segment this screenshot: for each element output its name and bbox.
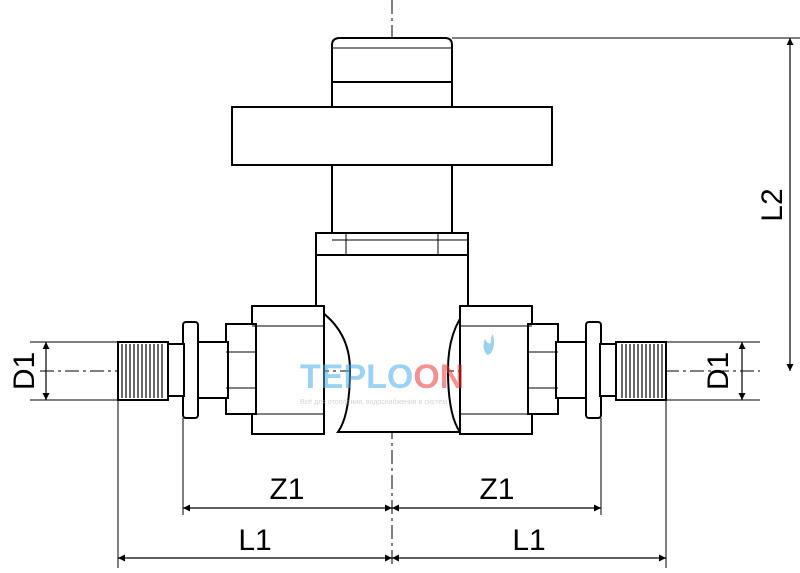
label-z1-right: Z1	[479, 473, 514, 506]
spindle-upper	[331, 81, 453, 108]
thread-hatching	[121, 344, 663, 398]
label-d1-left: D1	[8, 352, 41, 390]
hex-left	[225, 323, 257, 415]
tailpiece-right	[555, 341, 589, 399]
label-l1-left: L1	[238, 524, 271, 557]
watermark-brand-part2: ON	[413, 358, 464, 396]
watermark-flame-icon	[483, 334, 494, 355]
hex-right	[527, 323, 559, 415]
label-l1-right: L1	[512, 524, 545, 557]
watermark-brand-part1: TEPLO	[300, 358, 413, 396]
collar-left	[182, 321, 199, 419]
watermark-logo: TEPLOON Всё для отопления, водоснабжения…	[300, 334, 494, 406]
bonnet-nut	[315, 232, 469, 256]
tailpiece-left	[195, 341, 229, 399]
spindle-cap	[331, 37, 453, 83]
label-l2: L2	[756, 188, 789, 221]
svg-text:TEPLOON: TEPLOON	[300, 358, 464, 396]
watermark-tagline: Всё для отопления, водоснабжения и систе…	[300, 398, 447, 406]
union-nut-right	[459, 305, 533, 435]
dimension-lines	[42, 38, 794, 562]
spindle-stem	[331, 164, 453, 234]
handwheel	[231, 106, 553, 166]
collar-right	[585, 321, 602, 419]
label-z1-left: Z1	[269, 473, 304, 506]
label-d1-right: D1	[702, 352, 735, 390]
valve-body	[117, 37, 667, 435]
inner-details	[226, 47, 558, 415]
